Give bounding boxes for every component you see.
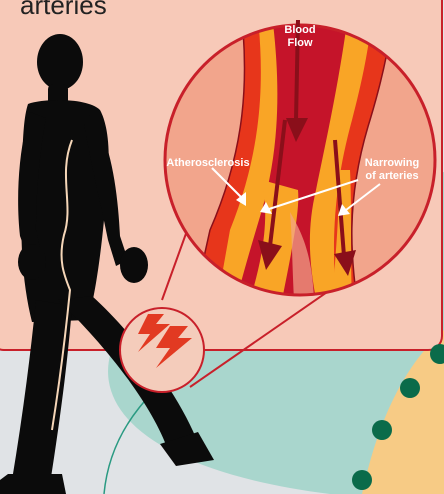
blood-flow-label: Blood Flow [262,24,338,49]
pain-circle [120,308,204,392]
heading-fragment: arteries [20,0,107,21]
atherosclerosis-label: Atherosclerosis [158,157,258,170]
narrowing-of-arteries-label: Narrowing of arteries [356,157,428,182]
